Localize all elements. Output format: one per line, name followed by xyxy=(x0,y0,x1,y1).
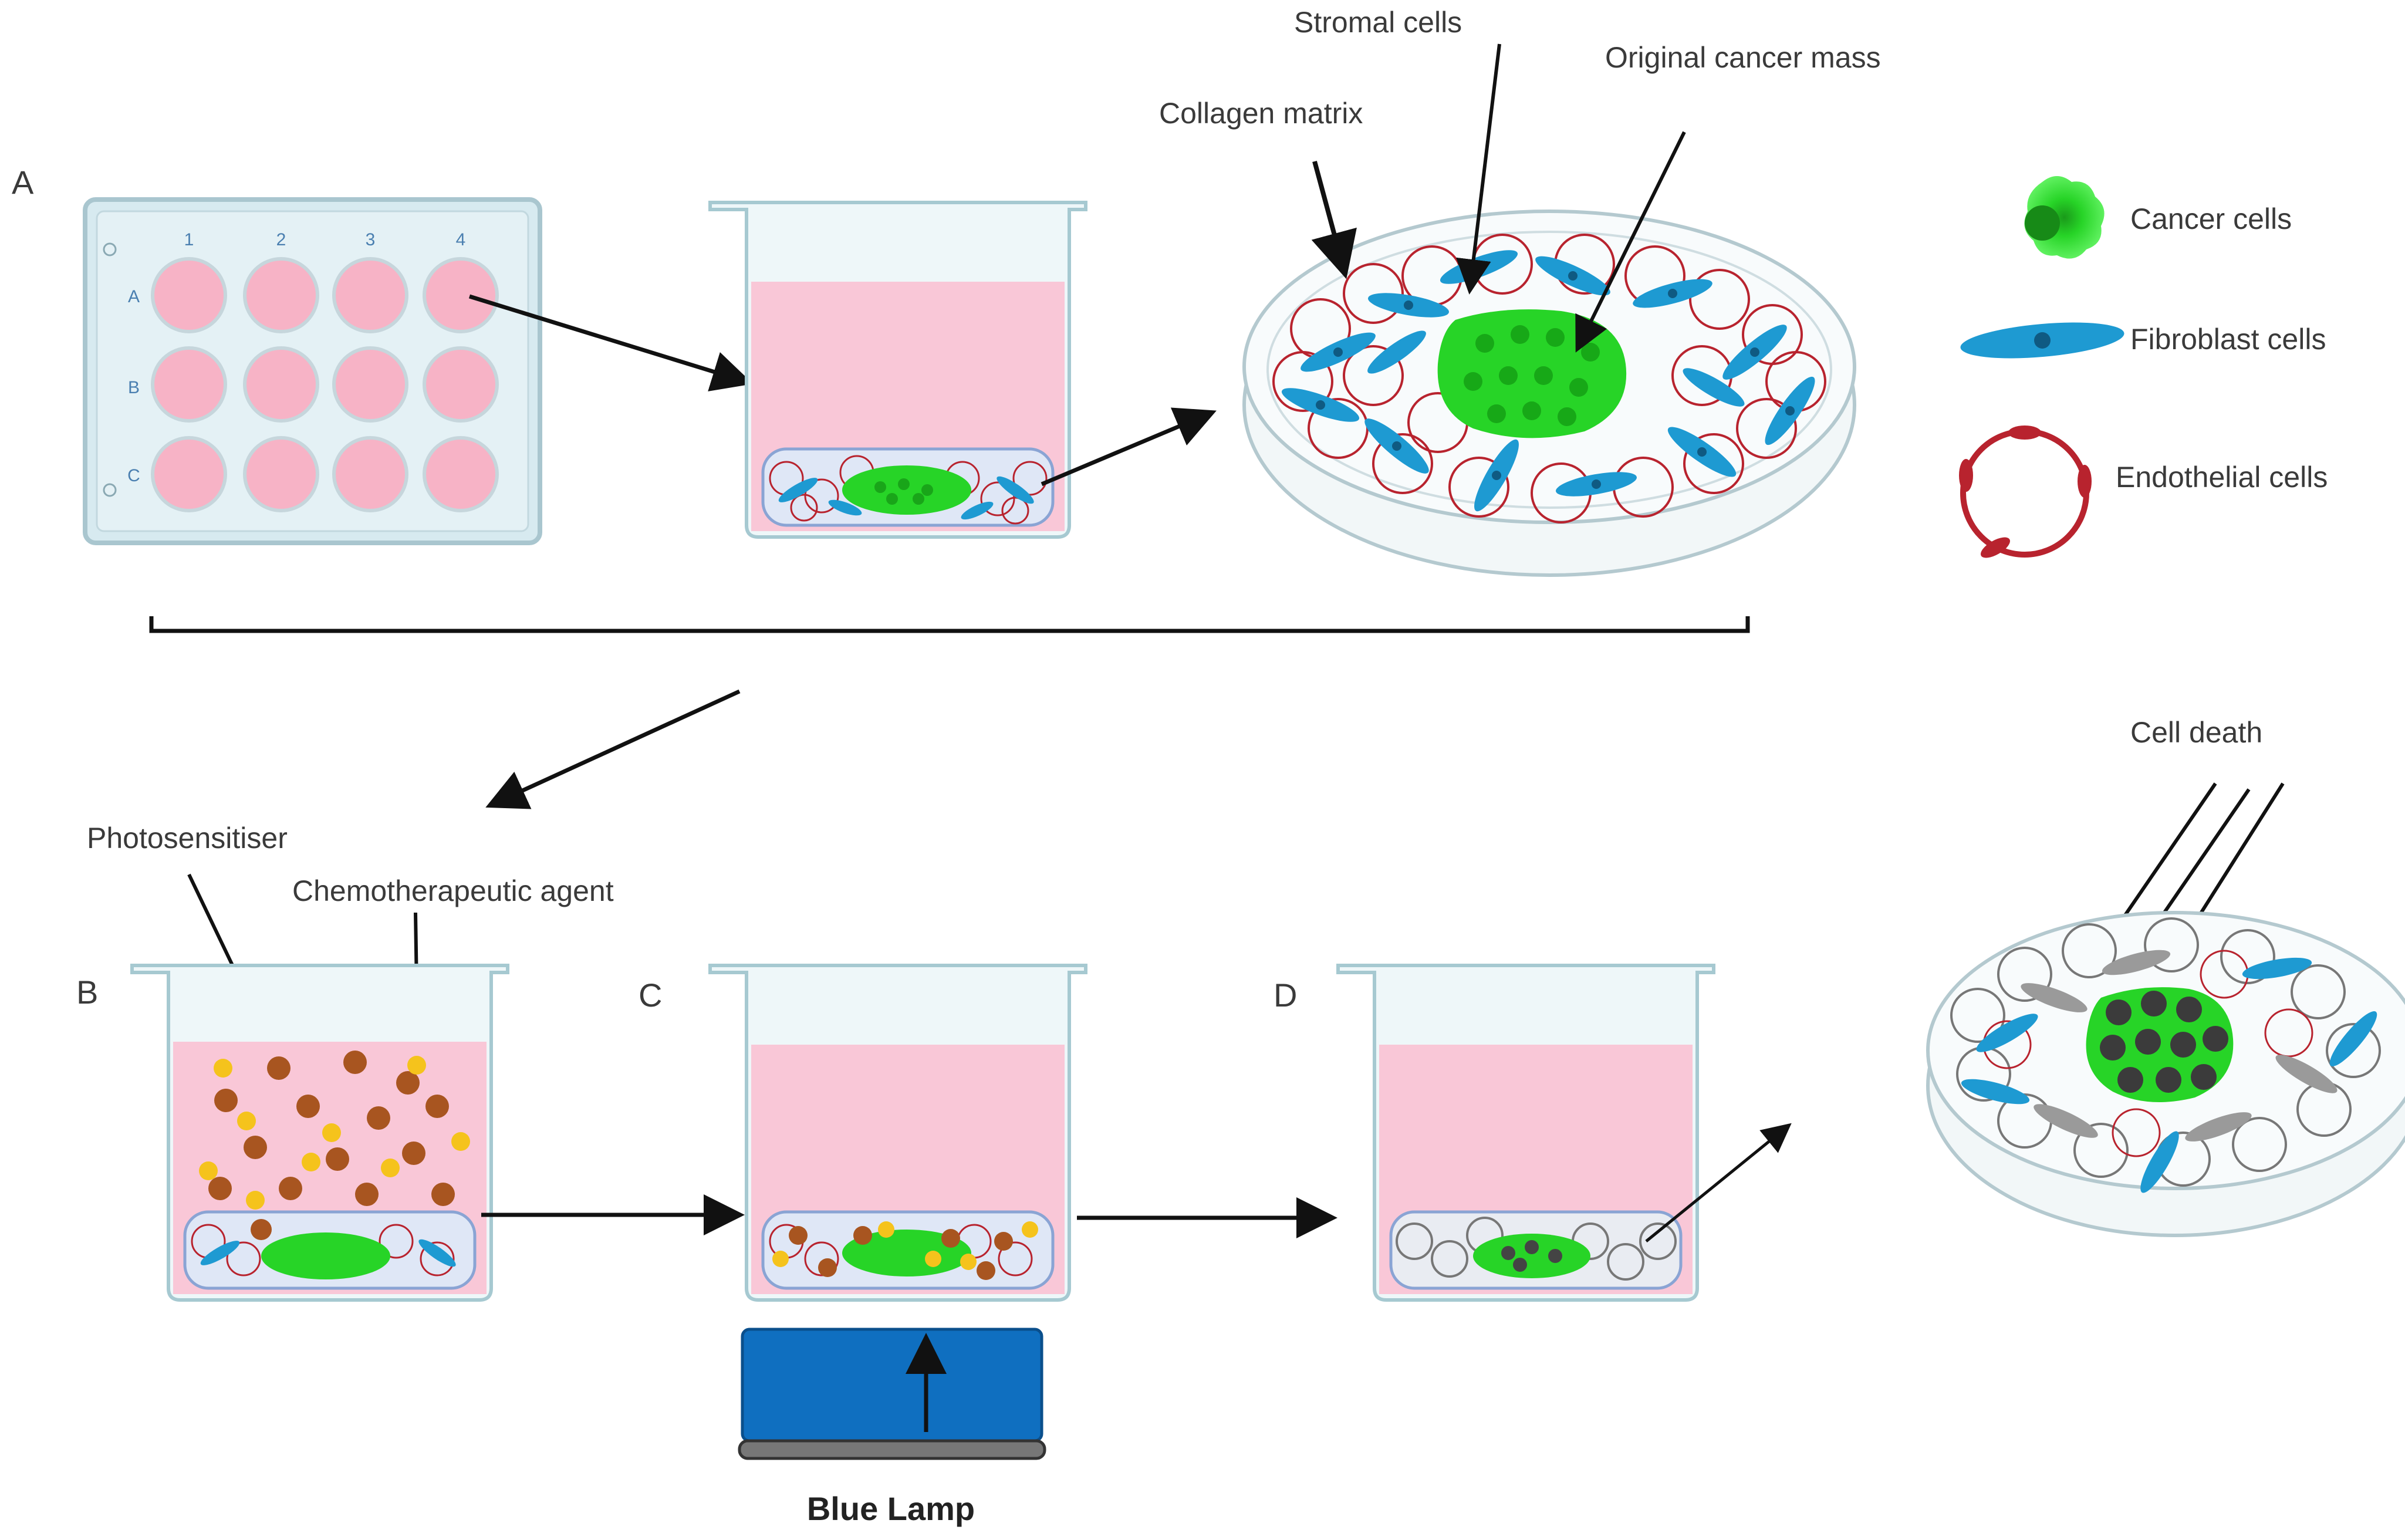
plate-well xyxy=(332,436,408,512)
panel-label-b: B xyxy=(76,974,98,1011)
pointer-collagen-matrix xyxy=(1311,160,1357,279)
transwell-insert-c xyxy=(708,964,1087,1302)
plate-well xyxy=(423,346,499,423)
transwell-insert-b xyxy=(130,964,509,1302)
blue-lamp xyxy=(738,1328,1046,1460)
plate-well xyxy=(151,436,227,512)
plate-row-a: A xyxy=(128,287,140,306)
plate-well xyxy=(423,257,499,333)
legend: Cancer cells Fibroblast cells Endothelia… xyxy=(1959,176,2328,558)
legend-label-endothelial: Endothelial cells xyxy=(2116,461,2328,494)
plate-col-3: 3 xyxy=(366,230,376,249)
bracket-panel-a xyxy=(149,616,1750,633)
cancer-cell-icon xyxy=(2024,176,2105,259)
panel-label-d: D xyxy=(1274,977,1297,1014)
plate-col-4: 4 xyxy=(456,230,466,249)
label-original-cancer-mass: Original cancer mass xyxy=(1605,41,1881,74)
pointer-original-cancer-mass xyxy=(1575,131,1686,353)
plate-well xyxy=(332,346,408,423)
plate-well xyxy=(151,346,227,423)
legend-label-cancer: Cancer cells xyxy=(2130,202,2292,235)
legend-label-fibroblast: Fibroblast cells xyxy=(2130,323,2326,356)
transwell-insert-d xyxy=(1336,964,1715,1302)
label-photosensitiser: Photosensitiser xyxy=(87,822,288,855)
plate-col-1: 1 xyxy=(184,230,194,249)
arrow-plate-to-insert xyxy=(468,294,754,391)
arrow-insert-to-dish xyxy=(1041,407,1217,487)
petri-dish-d xyxy=(1926,911,2405,1237)
label-stromal-cells: Stromal cells xyxy=(1294,6,1462,39)
label-cell-death: Cell death xyxy=(2130,716,2262,749)
label-blue-lamp: Blue Lamp xyxy=(807,1490,975,1527)
chemotherapeutic-particles xyxy=(199,1056,470,1210)
arrow-to-panel-b xyxy=(485,689,741,809)
plate-well xyxy=(332,257,408,333)
plate-well xyxy=(243,346,319,423)
panel-label-c: C xyxy=(639,977,662,1014)
plate-well xyxy=(151,257,227,333)
photosensitiser-particles xyxy=(208,1051,455,1240)
plate-well xyxy=(423,436,499,512)
label-collagen-matrix: Collagen matrix xyxy=(1159,97,1363,130)
label-chemotherapeutic-agent: Chemotherapeutic agent xyxy=(292,874,614,907)
petri-dish-a xyxy=(1242,210,1856,577)
endothelial-cell-icon xyxy=(1959,425,2092,558)
plate-well xyxy=(243,257,319,333)
transwell-insert-a xyxy=(708,201,1087,539)
plate-col-2: 2 xyxy=(276,230,286,249)
plate-row-b: B xyxy=(128,378,140,397)
fibroblast-cell-icon xyxy=(1960,322,2124,359)
plate-row-c: C xyxy=(127,466,140,485)
pointer-stromal-cells xyxy=(1455,43,1501,295)
well-plate: 1 2 3 4 A B C xyxy=(83,197,542,545)
plate-well xyxy=(243,436,319,512)
arrow-d-to-dish xyxy=(1645,1123,1792,1242)
panel-label-a: A xyxy=(12,164,34,201)
